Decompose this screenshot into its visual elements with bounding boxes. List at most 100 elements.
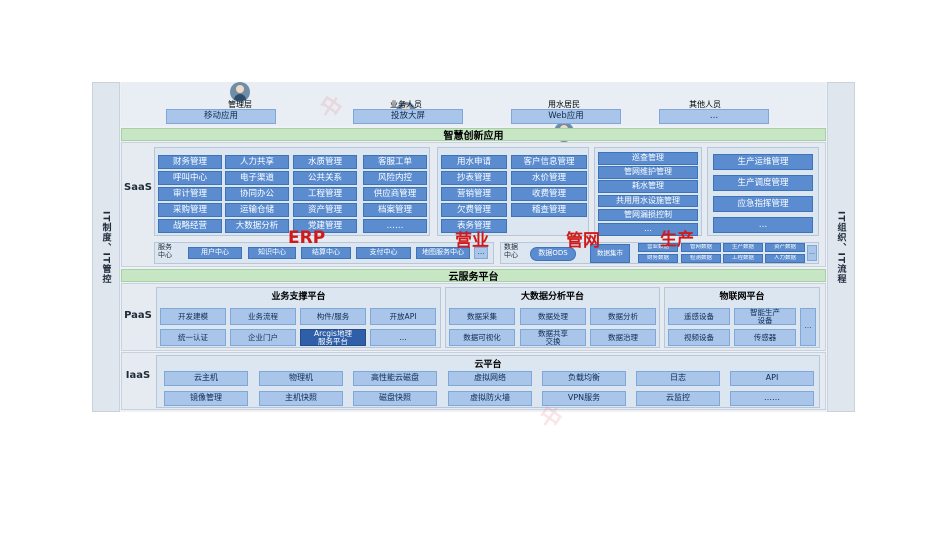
iot-button[interactable]: 智能生产 设备 bbox=[734, 308, 796, 325]
saas-app-button[interactable]: … bbox=[713, 217, 813, 233]
service-center-button[interactable]: 地图服务中心 bbox=[416, 247, 470, 259]
biz-support-button[interactable]: Arcgis地理 服务平台 bbox=[300, 329, 366, 346]
iaas-button[interactable]: VPN服务 bbox=[542, 391, 626, 406]
channel-button[interactable]: Web应用 bbox=[511, 109, 621, 124]
saas-app-button[interactable]: 管网漏损控制 bbox=[598, 208, 698, 222]
saas-app-button[interactable]: 共用用水设施管理 bbox=[598, 194, 698, 208]
data-center-small-button[interactable]: 财务数据 bbox=[638, 254, 678, 263]
saas-app-button[interactable]: 水价管理 bbox=[511, 171, 587, 185]
saas-app-button[interactable]: 大数据分析 bbox=[225, 219, 289, 233]
saas-app-button[interactable]: 耗水管理 bbox=[598, 180, 698, 193]
data-center-small-button[interactable]: 工程数据 bbox=[723, 254, 763, 263]
saas-app-button[interactable]: 表务管理 bbox=[441, 219, 507, 233]
biz-support-title: 业务支撑平台 bbox=[271, 292, 326, 302]
saas-app-button[interactable]: 管网维护管理 bbox=[598, 166, 698, 179]
service-center-button[interactable]: 用户中心 bbox=[188, 247, 242, 259]
data-center-small-button[interactable]: 管网数据 bbox=[681, 243, 721, 252]
biz-support-button[interactable]: … bbox=[370, 329, 436, 346]
saas-app-button[interactable]: 用水申请 bbox=[441, 155, 507, 169]
biz-support-button[interactable]: 统一认证 bbox=[160, 329, 226, 346]
iaas-button[interactable]: 高性能云磁盘 bbox=[353, 371, 437, 386]
data-ods-button[interactable]: 数据ODS bbox=[530, 247, 576, 261]
data-center-small-button[interactable]: 营业数据 bbox=[638, 243, 678, 252]
saas-app-button[interactable]: 审计管理 bbox=[158, 187, 222, 201]
role-label: 其他人员 bbox=[689, 100, 721, 109]
saas-app-button[interactable]: 收费管理 bbox=[511, 187, 587, 201]
saas-app-button[interactable]: 风险内控 bbox=[363, 171, 427, 185]
iot-button[interactable]: 传感器 bbox=[734, 329, 796, 346]
iaas-button[interactable]: 物理机 bbox=[259, 371, 343, 386]
iaas-button[interactable]: API bbox=[730, 371, 814, 386]
data-mart-button[interactable]: 数据集市 bbox=[590, 244, 630, 263]
saas-app-button[interactable]: 客户信息管理 bbox=[511, 155, 587, 169]
saas-app-button[interactable]: 稽查管理 bbox=[511, 203, 587, 217]
saas-app-button[interactable]: … bbox=[598, 223, 698, 236]
saas-app-button[interactable]: 巡查管理 bbox=[598, 152, 698, 165]
biz-support-button[interactable]: 企业门户 bbox=[230, 329, 296, 346]
yingye-label: 营业 bbox=[455, 231, 489, 251]
iaas-button[interactable]: 虚拟防火墙 bbox=[448, 391, 532, 406]
iaas-button[interactable]: 磁盘快照 bbox=[353, 391, 437, 406]
saas-app-button[interactable]: 营销管理 bbox=[441, 187, 507, 201]
iaas-button[interactable]: 虚拟网络 bbox=[448, 371, 532, 386]
data-center-more-button[interactable]: … bbox=[807, 245, 817, 261]
saas-app-button[interactable]: 档案管理 bbox=[363, 203, 427, 217]
service-center-button[interactable]: 支付中心 bbox=[356, 247, 411, 259]
saas-app-button[interactable]: 呼叫中心 bbox=[158, 171, 222, 185]
saas-app-button[interactable]: 欠费管理 bbox=[441, 203, 507, 217]
iaas-button[interactable]: 镜像管理 bbox=[164, 391, 248, 406]
data-center-small-button[interactable]: 人力数据 bbox=[765, 254, 805, 263]
saas-app-button[interactable]: 客服工单 bbox=[363, 155, 427, 169]
saas-app-button[interactable]: 采购管理 bbox=[158, 203, 222, 217]
user-avatar-icon bbox=[230, 82, 250, 102]
bigdata-button[interactable]: 数据处理 bbox=[520, 308, 586, 325]
data-center-small-button[interactable]: 检测数据 bbox=[681, 254, 721, 263]
service-center-button[interactable]: … bbox=[474, 247, 488, 259]
channel-button[interactable]: … bbox=[659, 109, 769, 124]
iaas-button[interactable]: 云监控 bbox=[636, 391, 720, 406]
iaas-button[interactable]: …… bbox=[730, 391, 814, 406]
saas-app-button[interactable]: 水质管理 bbox=[293, 155, 357, 169]
saas-app-button[interactable]: 财务管理 bbox=[158, 155, 222, 169]
saas-app-button[interactable]: 应急指挥管理 bbox=[713, 196, 813, 212]
saas-app-button[interactable]: 生产运维管理 bbox=[713, 154, 813, 170]
channel-button[interactable]: 投放大屏 bbox=[353, 109, 463, 124]
saas-app-button[interactable]: 供应商管理 bbox=[363, 187, 427, 201]
channel-button[interactable]: 移动应用 bbox=[166, 109, 276, 124]
iot-more-button[interactable]: … bbox=[800, 308, 816, 346]
service-center-button[interactable]: 知识中心 bbox=[248, 247, 296, 259]
role-label: 管理层 bbox=[228, 100, 252, 109]
bigdata-button[interactable]: 数据采集 bbox=[449, 308, 515, 325]
bigdata-button[interactable]: 数据治理 bbox=[590, 329, 656, 346]
data-center-small-button[interactable]: 生产数据 bbox=[723, 243, 763, 252]
biz-support-button[interactable]: 业务流程 bbox=[230, 308, 296, 325]
saas-app-button[interactable]: 公共关系 bbox=[293, 171, 357, 185]
saas-app-button[interactable]: 电子渠道 bbox=[225, 171, 289, 185]
saas-app-button[interactable]: 资产管理 bbox=[293, 203, 357, 217]
bigdata-button[interactable]: 数据可视化 bbox=[449, 329, 515, 346]
erp-label: ERP bbox=[288, 228, 326, 248]
iaas-button[interactable]: 负载均衡 bbox=[542, 371, 626, 386]
iaas-button[interactable]: 主机快照 bbox=[259, 391, 343, 406]
saas-app-button[interactable]: 党建管理 bbox=[293, 219, 357, 233]
biz-support-button[interactable]: 开放API bbox=[370, 308, 436, 325]
saas-app-button[interactable]: 协同办公 bbox=[225, 187, 289, 201]
bigdata-button[interactable]: 数据分析 bbox=[590, 308, 656, 325]
saas-app-button[interactable]: …… bbox=[363, 219, 427, 233]
saas-app-button[interactable]: 运输仓储 bbox=[225, 203, 289, 217]
biz-support-button[interactable]: 构件/服务 bbox=[300, 308, 366, 325]
saas-app-button[interactable]: 人力共享 bbox=[225, 155, 289, 169]
iot-button[interactable]: 视频设备 bbox=[668, 329, 730, 346]
biz-support-button[interactable]: 开发建模 bbox=[160, 308, 226, 325]
saas-app-button[interactable]: 生产调度管理 bbox=[713, 175, 813, 191]
iaas-button[interactable]: 云主机 bbox=[164, 371, 248, 386]
iot-button[interactable]: 遥感设备 bbox=[668, 308, 730, 325]
saas-app-button[interactable]: 抄表管理 bbox=[441, 171, 507, 185]
iaas-button[interactable]: 日志 bbox=[636, 371, 720, 386]
data-center-small-button[interactable]: 资产数据 bbox=[765, 243, 805, 252]
bigdata-button[interactable]: 数据共享 交换 bbox=[520, 329, 586, 346]
iot-title: 物联网平台 bbox=[719, 292, 765, 302]
service-center-button[interactable]: 结算中心 bbox=[301, 247, 351, 259]
saas-app-button[interactable]: 战略经营 bbox=[158, 219, 222, 233]
saas-app-button[interactable]: 工程管理 bbox=[293, 187, 357, 201]
